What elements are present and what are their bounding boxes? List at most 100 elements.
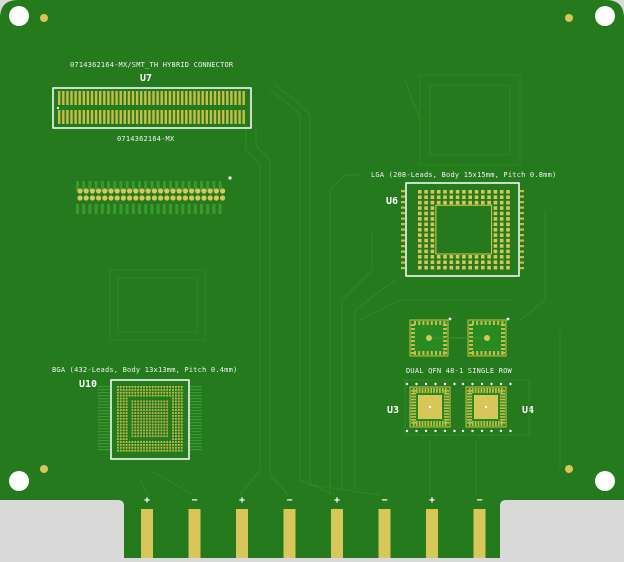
bga-ball <box>166 412 169 414</box>
connector-pad <box>217 110 221 124</box>
edge-finger <box>188 509 201 558</box>
connector-pad <box>111 91 114 105</box>
bga-ball <box>125 415 128 417</box>
connector-pad <box>58 110 61 124</box>
bga-ball <box>148 429 151 432</box>
connector-pad <box>205 91 208 105</box>
lga-pad <box>430 255 435 259</box>
qfn-u3-u4[interactable]: DUAL QFN 48-1 SINGLE ROW U3 U4 <box>387 367 534 436</box>
qfn-pad <box>430 421 432 426</box>
lga-pad <box>449 200 454 205</box>
bga-ball <box>154 386 157 388</box>
lga-pad <box>493 206 498 210</box>
connector-pad <box>181 110 184 124</box>
bga-ball <box>163 423 166 426</box>
bga-ball <box>172 391 174 394</box>
bga-ball <box>180 409 183 411</box>
bga-ball <box>180 412 183 414</box>
bga-u10[interactable]: BGA (432-Leads, Body 13x13mm, Pitch 0.4m… <box>52 366 237 460</box>
qfn-pad <box>495 388 497 393</box>
bga-ball <box>140 406 142 409</box>
bga-ball <box>154 415 157 417</box>
bga-ball <box>151 429 154 432</box>
lga-side-pad <box>520 212 524 215</box>
bga-ball <box>134 426 137 429</box>
lga-side-pad <box>520 217 524 220</box>
bga-ball <box>125 412 128 414</box>
bga-ball <box>180 406 183 409</box>
lga-u6[interactable]: LGA (208-Leads, Body 15x15mm, Pitch 0.8m… <box>371 171 556 277</box>
bga-ball <box>125 386 128 388</box>
bga-ball <box>175 391 177 394</box>
edge-finger <box>236 509 248 558</box>
bga-ball <box>117 438 119 440</box>
bga-ball <box>119 444 122 446</box>
lga-pad <box>468 260 472 265</box>
qfn-pad <box>436 421 438 426</box>
bga-ball <box>157 386 160 388</box>
through-hole-pin <box>145 188 151 194</box>
bga-ball <box>180 449 183 452</box>
lga-pad <box>455 190 460 194</box>
bga-ball <box>122 420 125 423</box>
bga-ball <box>166 400 169 403</box>
lga-pad <box>449 260 454 265</box>
qfn-pad <box>411 390 416 392</box>
edge-finger <box>473 509 486 558</box>
lga-pad <box>430 265 435 270</box>
bga-ball <box>117 391 119 394</box>
lga-pad <box>418 200 422 205</box>
bga-ball <box>128 394 131 397</box>
qfn-pad <box>444 421 449 424</box>
bga-ball <box>122 400 125 403</box>
bga-ball <box>125 435 128 438</box>
bga-ball <box>143 426 145 429</box>
connector-refdes: U7 <box>140 73 152 84</box>
connector-pad <box>131 110 135 124</box>
qfn-pad <box>418 421 421 426</box>
connector-pad <box>90 91 94 105</box>
bga-ball <box>180 400 183 403</box>
bga-ball <box>122 388 125 391</box>
bga-ball <box>166 417 169 420</box>
qfn-pad <box>467 401 472 404</box>
qfn-pad <box>501 336 505 338</box>
bga-ball <box>122 409 125 411</box>
pin-trace <box>100 181 104 191</box>
pin-trace <box>212 181 216 191</box>
qfn-pad <box>484 321 487 325</box>
through-hole-pin <box>176 188 182 194</box>
connector-pad <box>62 110 65 124</box>
bga-ball <box>166 444 169 446</box>
lga-side-pad <box>520 267 524 270</box>
bga-ball <box>163 429 166 432</box>
bga-fanout <box>190 401 202 403</box>
lga-pad <box>499 200 504 205</box>
bga-ball <box>163 409 166 411</box>
bga-ball <box>137 406 140 409</box>
bga-ball <box>154 423 157 426</box>
bga-ball <box>119 438 122 440</box>
bga-ball <box>143 446 145 449</box>
bga-ball <box>160 429 163 432</box>
bga-fanout <box>190 413 202 415</box>
lga-pad <box>506 238 510 243</box>
qfn-pad <box>443 340 447 342</box>
bga-ball <box>137 409 140 411</box>
connector-pad <box>90 110 94 124</box>
qfn-pad <box>411 421 416 424</box>
connector-pad <box>127 91 131 105</box>
bga-ball <box>160 432 163 435</box>
lga-side-pad <box>401 195 405 198</box>
bga-ball <box>157 446 160 449</box>
bga-ball <box>175 420 177 423</box>
qfn-pad <box>469 352 473 354</box>
qfn-pad <box>501 348 505 350</box>
bga-ball <box>154 391 157 394</box>
bga-ball <box>117 441 119 443</box>
bga-ball <box>143 403 145 406</box>
lga-side-pad <box>520 201 524 204</box>
connector-u7[interactable]: 0714362164-MX/SMT_TH HYBRID CONNECTOR U7… <box>52 61 252 143</box>
bga-ball <box>131 417 134 420</box>
bga-ball <box>175 403 177 406</box>
